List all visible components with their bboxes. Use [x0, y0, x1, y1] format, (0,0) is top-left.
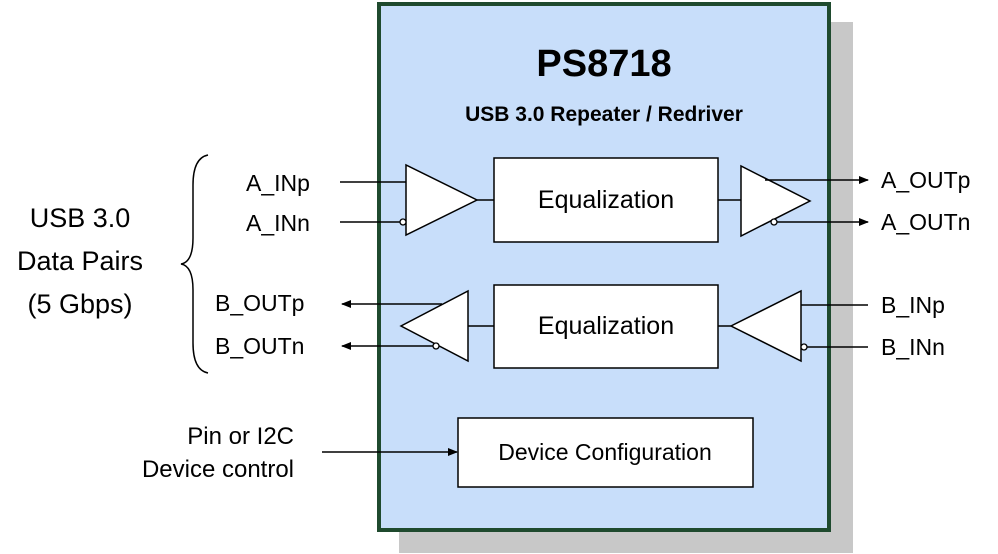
- signal-a-outn: A_OUTn: [881, 209, 970, 235]
- signal-a-inp: A_INp: [246, 170, 310, 196]
- group-label-line1: USB 3.0: [30, 203, 131, 233]
- signal-b-outp: B_OUTp: [215, 290, 304, 316]
- control-label-line1: Pin or I2C: [187, 423, 294, 450]
- device-configuration-label: Device Configuration: [498, 439, 712, 465]
- invert-bubble-a-out: [770, 218, 778, 226]
- signal-a-inn: A_INn: [246, 210, 310, 236]
- data-pairs-brace: [180, 154, 209, 374]
- chip-description: USB 3.0 Repeater / Redriver: [465, 103, 743, 126]
- signal-b-inp: B_INp: [881, 292, 945, 318]
- input-buffer-a: [405, 163, 479, 237]
- equalization-label-a: Equalization: [538, 186, 674, 214]
- signal-a-outp: A_OUTp: [881, 167, 970, 193]
- input-buffer-b: [729, 289, 802, 363]
- equalization-block-b: [493, 284, 719, 369]
- group-label-line2: Data Pairs: [17, 246, 143, 276]
- invert-bubble-a-in: [399, 218, 407, 226]
- group-label-line3: (5 Gbps): [27, 289, 132, 319]
- control-label-line2: Device control: [142, 456, 294, 483]
- equalization-block-a: [493, 157, 719, 243]
- invert-bubble-b-in: [800, 343, 808, 351]
- signal-b-inn: B_INn: [881, 334, 945, 360]
- chip-part-number: PS8718: [536, 43, 671, 85]
- device-configuration-block: [457, 417, 754, 488]
- equalization-label-b: Equalization: [538, 312, 674, 340]
- signal-b-outn: B_OUTn: [215, 333, 304, 359]
- invert-bubble-b-out: [432, 342, 440, 350]
- output-buffer-a: [740, 164, 812, 238]
